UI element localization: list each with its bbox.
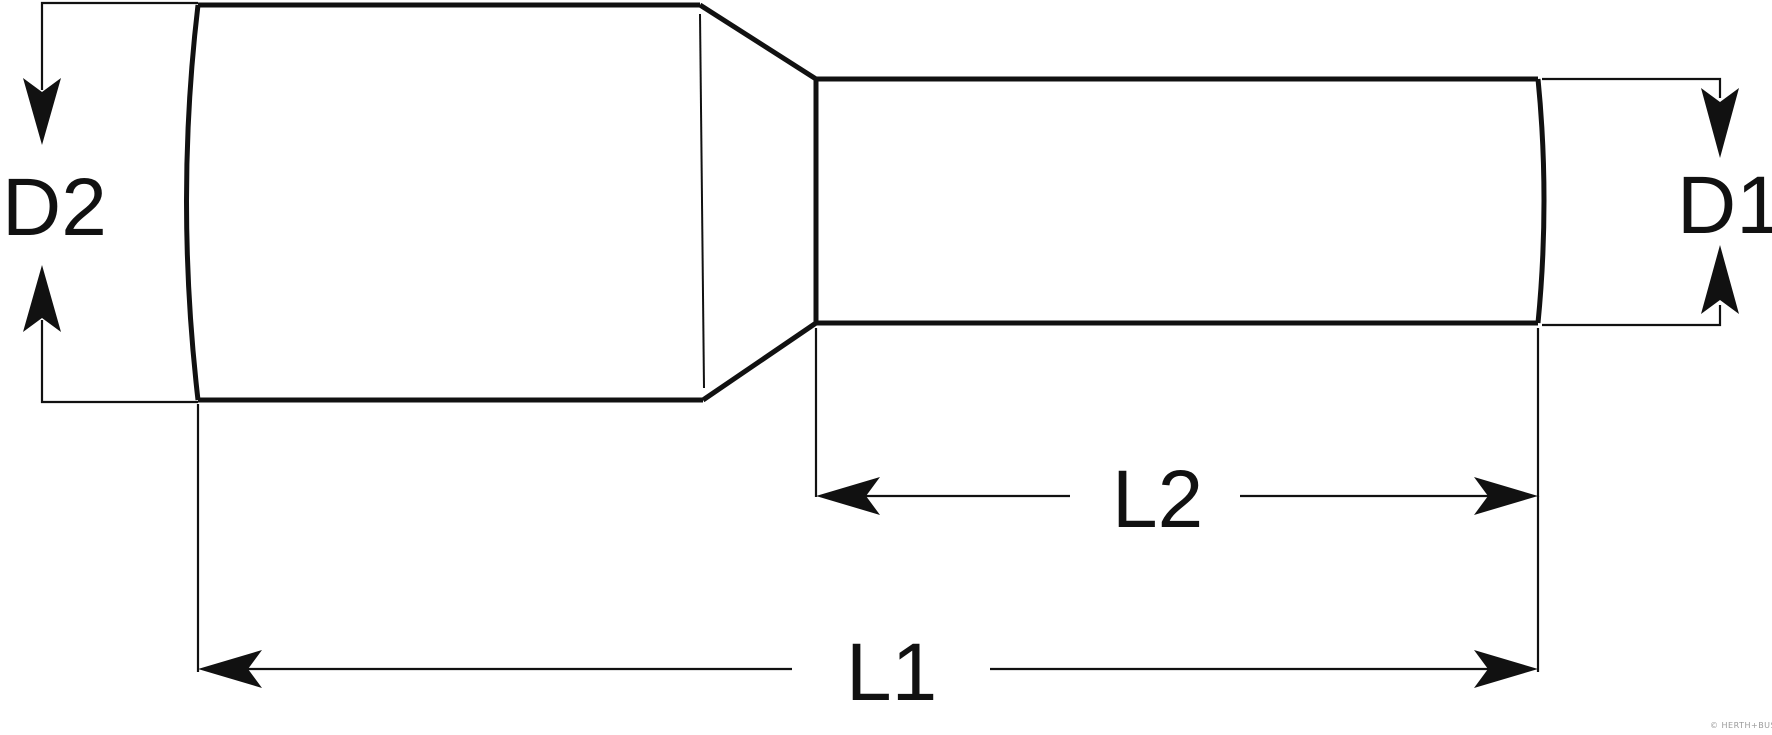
- d1-extension-bottom: [1542, 305, 1722, 327]
- d2-label: D2: [2, 162, 107, 253]
- collar-seam-line: [699, 13, 705, 389]
- d2-extension-bottom: [40, 320, 198, 404]
- l2-dimension: L2: [814, 328, 1540, 545]
- l2-arrow-right: [1474, 477, 1538, 515]
- l1-label: L1: [846, 627, 937, 718]
- d1-arrow-down: [1701, 88, 1739, 158]
- sleeve-right-curve: [1535, 78, 1547, 324]
- d1-label: D1: [1677, 160, 1772, 251]
- d2-extension-top: [40, 1, 198, 90]
- watermark-text: © HERTH+BUSS: [1710, 721, 1772, 730]
- d2-arrow-down: [23, 78, 61, 145]
- d1-arrow-up: [1701, 245, 1739, 314]
- taper-bottom: [701, 320, 818, 403]
- ferrule-outline: [184, 2, 1547, 403]
- collar-left-curve: [184, 4, 201, 401]
- taper-top: [698, 2, 818, 82]
- d2-arrow-up: [23, 265, 61, 332]
- l2-label: L2: [1112, 454, 1203, 545]
- l1-dimension: L1: [196, 404, 1540, 718]
- d1-dimension: D1: [1542, 77, 1772, 327]
- d1-extension-top: [1542, 77, 1722, 98]
- l1-arrow-left: [198, 650, 262, 688]
- d2-dimension: D2: [2, 1, 198, 404]
- l1-arrow-right: [1474, 650, 1538, 688]
- l2-arrow-left: [816, 477, 880, 515]
